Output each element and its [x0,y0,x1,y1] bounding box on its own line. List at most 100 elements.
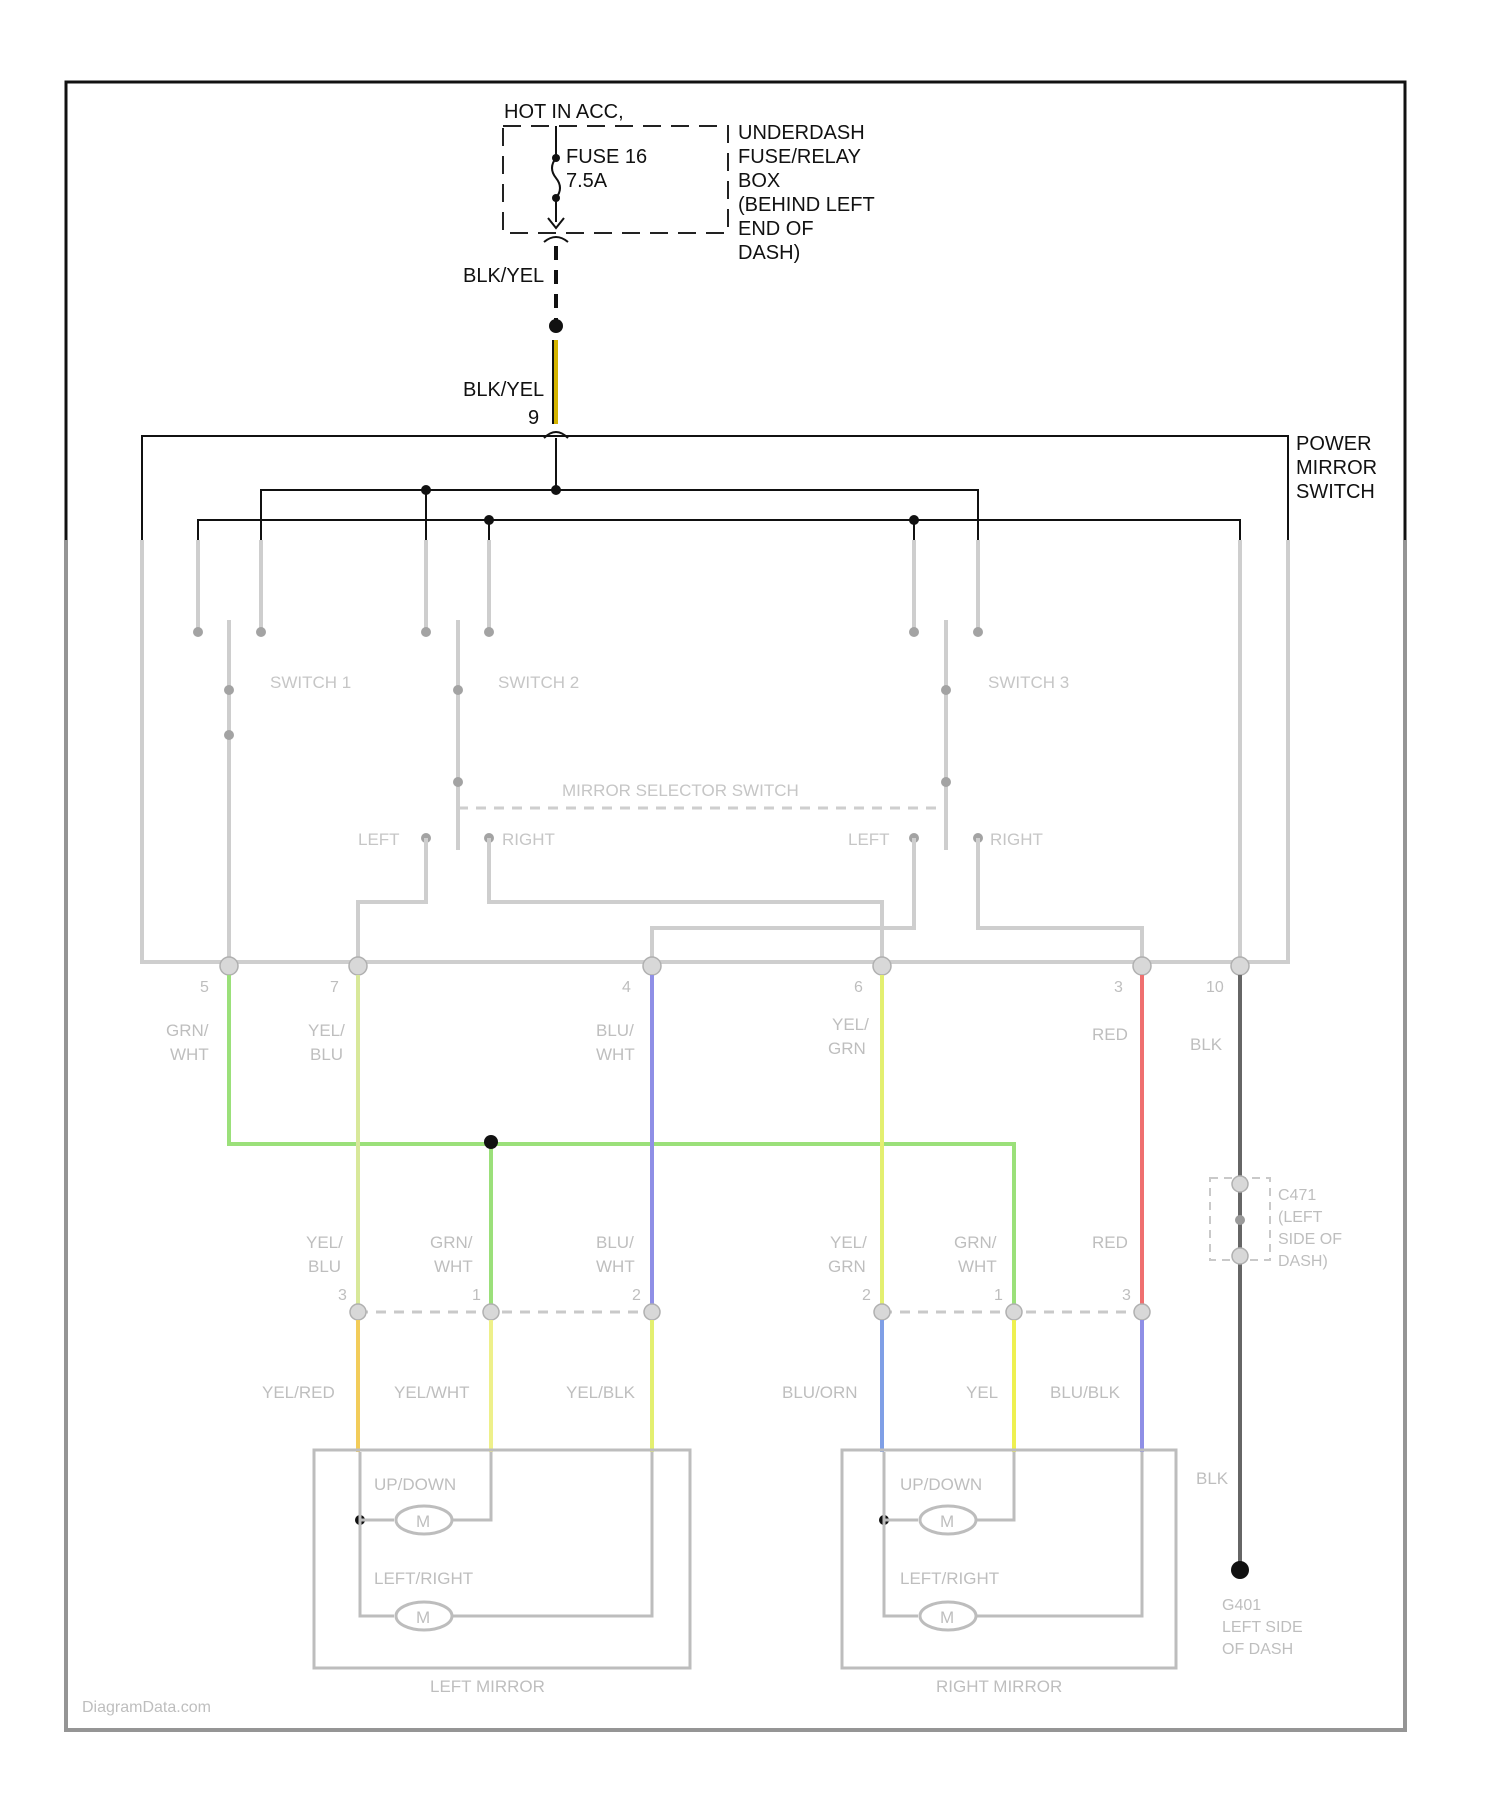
mid-label-4-top: YEL/ [830,1233,867,1252]
fuse-box-line-4: (BEHIND LEFT [738,194,875,216]
upper-label-4-top: YEL/ [832,1015,869,1034]
fuse-box-line-1: UNDERDASH [738,122,865,144]
upper-label-2-bottom: BLU [310,1045,343,1064]
mid-label-6: RED [1092,1233,1128,1252]
mirror-conn-5 [1006,1304,1022,1320]
hot-in-acc-label: HOT IN ACC, [504,101,624,123]
pin-6-connector [873,957,891,975]
switch-3-label: SWITCH 3 [988,673,1069,692]
upper-label-3-bottom: WHT [596,1045,635,1064]
selector-right-label-a: RIGHT [502,830,555,849]
upper-label-1-top: GRN/ [166,1021,209,1040]
pin-4-label: 4 [622,979,631,996]
switch-1-label: SWITCH 1 [270,673,351,692]
pin-10-label: 10 [1206,979,1224,996]
left-mirror-box [314,1450,690,1668]
selector-right-label-b: RIGHT [990,830,1043,849]
fuse-box-line-5: END OF [738,218,814,240]
route-left-a [358,838,426,962]
switch-1-pivot-a [224,685,234,695]
splice-point [549,319,563,333]
pin-9-label: 9 [528,407,539,429]
upper-label-6: BLK [1190,1035,1223,1054]
upper-wire-labels: GRN/ WHT YEL/ BLU BLU/ WHT YEL/ GRN RED … [166,1015,1223,1064]
right-mirror-label: RIGHT MIRROR [936,1677,1062,1696]
grn-wht-splice [484,1135,498,1149]
frame-top-line [66,82,1405,540]
mid-label-2-top: GRN/ [430,1233,473,1252]
c471-line-4: DASH) [1278,1253,1328,1270]
c471-line-2: (LEFT [1278,1209,1323,1226]
right-mirror-box [842,1450,1176,1668]
wire-color-blk-yel-lower: BLK/YEL [463,379,544,401]
mirror-pin-1: 3 [338,1287,347,1304]
ground-conn-pin-bottom [1232,1248,1248,1264]
left-updown-motor-label: M [416,1512,430,1531]
frame-bottom-line [66,540,1405,1730]
mirror-pin-4: 2 [862,1287,871,1304]
g401-line-2: LEFT SIDE [1222,1619,1303,1636]
mirror-pin-2: 1 [472,1287,481,1304]
switch-1-pivot-b [224,730,234,740]
c471-line-3: SIDE OF [1278,1231,1342,1248]
left-updown-motor-return [452,1452,491,1520]
lower-label-4: BLU/ORN [782,1383,858,1402]
mid-label-5-top: GRN/ [954,1233,997,1252]
upper-label-4-bottom: GRN [828,1039,866,1058]
mirror-conn-2 [483,1304,499,1320]
power-mirror-switch-outline [142,436,1288,540]
contact-3 [421,627,431,637]
right-updown-motor-label: M [940,1512,954,1531]
contact-5 [909,627,919,637]
upper-label-2-top: YEL/ [308,1021,345,1040]
mirror-conn-4 [874,1304,890,1320]
pin-7-label: 7 [330,979,339,996]
left-mirror-label: LEFT MIRROR [430,1677,545,1696]
right-leftright-motor-label: M [940,1608,954,1627]
lower-label-5: YEL [966,1383,998,1402]
pin-6-label: 6 [854,979,863,996]
fuse-relay-box-outline [503,126,728,233]
contact-4 [484,627,494,637]
ground-connector-label: C471 (LEFT SIDE OF DASH) [1278,1187,1342,1270]
lower-label-1: YEL/RED [262,1383,335,1402]
pin-5-connector [220,957,238,975]
pms-line-2: MIRROR [1296,457,1377,479]
mirror-selector-label: MIRROR SELECTOR SWITCH [562,781,799,800]
mid-label-1-top: YEL/ [306,1233,343,1252]
mirror-conn-6 [1134,1304,1150,1320]
lower-wire-labels: YEL/RED YEL/WHT YEL/BLK BLU/ORN YEL BLU/… [262,1383,1121,1402]
pms-line-3: SWITCH [1296,481,1375,503]
ground-conn-pin-top [1232,1176,1248,1192]
switch-2-label: SWITCH 2 [498,673,579,692]
mirror-pin-6: 3 [1122,1287,1131,1304]
switch-2-pivot-a [453,685,463,695]
mirror-connectors: 3 1 2 2 1 3 [338,1287,1150,1320]
bus-lower [198,520,1240,540]
pin-5-label: 5 [200,979,209,996]
left-mirror-updown-label: UP/DOWN [374,1475,456,1494]
switch-internals: SWITCH 1 SWITCH 2 SWITCH 3 MIRROR SELECT… [142,540,1288,962]
mirror-conn-3 [644,1304,660,1320]
pin-4-connector [643,957,661,975]
mid-label-3-bottom: WHT [596,1257,635,1276]
pms-line-1: POWER [1296,433,1372,455]
left-leftright-motor-return [452,1452,652,1616]
lower-label-6: BLU/BLK [1050,1383,1121,1402]
ground-wire-label-upper: BLK [1196,1469,1229,1488]
fuse-box-description: UNDERDASH FUSE/RELAY BOX (BEHIND LEFT EN… [738,122,875,264]
pin-3-label: 3 [1114,979,1123,996]
mid-label-5-bottom: WHT [958,1257,997,1276]
g401-line-1: G401 [1222,1597,1261,1614]
right-leftright-motor-return [976,1452,1142,1616]
upper-label-5: RED [1092,1025,1128,1044]
right-mirror: UP/DOWN M LEFT/RIGHT M RIGHT MIRROR [842,1450,1176,1696]
switch-enclosure-grey [142,540,1288,962]
mid-label-1-bottom: BLU [308,1257,341,1276]
fuse-rating-label: 7.5A [566,170,608,192]
mid-label-4-bottom: GRN [828,1257,866,1276]
switch-3-pivot-b [941,777,951,787]
lower-label-3: YEL/BLK [566,1383,636,1402]
